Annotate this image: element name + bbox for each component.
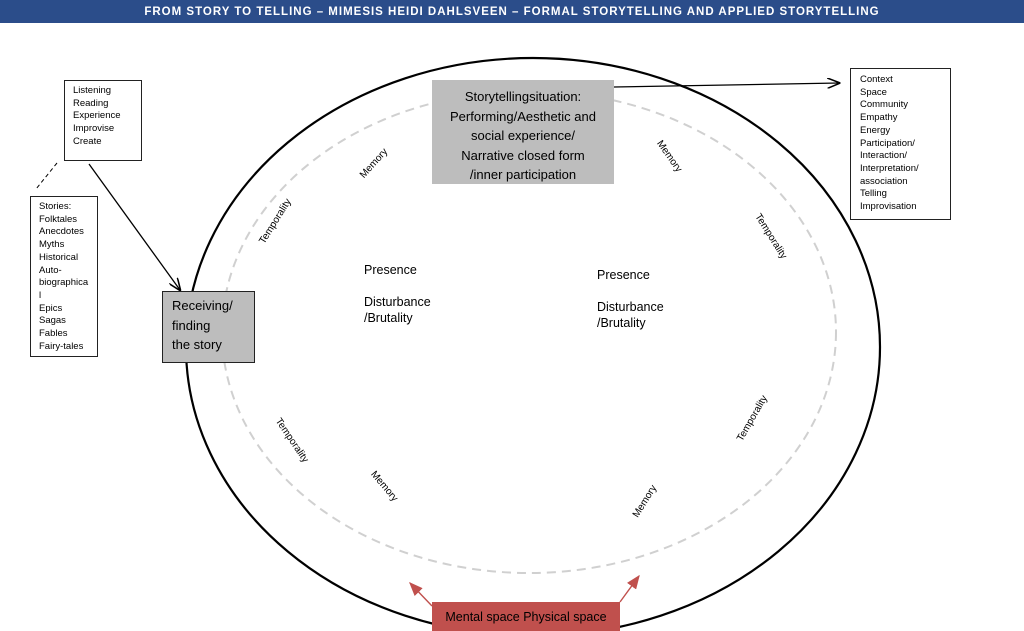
- situation-line: Narrative closed form: [461, 147, 585, 163]
- activity-item: Listening: [73, 85, 112, 96]
- situation-line: Performing/Aesthetic and: [450, 108, 596, 124]
- situation-to-context-arrow: [613, 83, 839, 87]
- page-title: FROM STORY TO TELLING – MIMESIS HEIDI DA…: [0, 0, 1024, 23]
- presence-label: Presence: [364, 263, 417, 277]
- space-arrow-left: [409, 581, 433, 607]
- story-item: Myths: [39, 239, 65, 251]
- situation-line: Storytellingsituation:: [464, 89, 582, 104]
- context-item: Empathy: [860, 112, 898, 124]
- receiving-line: finding: [172, 317, 211, 333]
- disturbance-label: Disturbance: [597, 300, 664, 314]
- context-item: Telling: [860, 188, 887, 200]
- context-item: Interpretation/: [860, 162, 919, 174]
- activity-item: Create: [73, 135, 102, 147]
- activity-item: Reading: [73, 97, 109, 109]
- space-arrow-right: [619, 574, 640, 603]
- context-item: Interaction/: [860, 150, 907, 162]
- context-item: association: [860, 175, 908, 187]
- receiving-line: Receiving/: [172, 298, 233, 313]
- brutality-label: /Brutality: [364, 311, 413, 325]
- context-item: Community: [860, 99, 909, 111]
- activity-item: Experience: [73, 110, 121, 122]
- story-item: Epics: [39, 302, 63, 314]
- activities-box: Listening Reading Experience Improvise C…: [64, 80, 142, 161]
- story-item: Fables: [39, 328, 68, 340]
- activities-to-receiving-arrow: [88, 163, 180, 290]
- story-item: biographica: [39, 277, 89, 289]
- context-item: Context: [860, 74, 893, 85]
- situation-line: /inner participation: [469, 167, 577, 182]
- center-left-group: Presence Disturbance /Brutality: [364, 262, 431, 326]
- context-item: Energy: [860, 124, 891, 136]
- story-item: Historical: [39, 251, 79, 263]
- context-item: Space: [860, 86, 887, 98]
- story-item: Sagas: [39, 315, 66, 327]
- brutality-label: /Brutality: [597, 316, 646, 330]
- stories-link-dashed: [35, 162, 58, 190]
- context-box: Context Space Community Empathy Energy P…: [850, 68, 951, 220]
- presence-label: Presence: [597, 268, 650, 282]
- mental-physical-space-box: Mental space Physical space: [432, 602, 620, 631]
- stories-box: Stories: Folktales Anecdotes Myths Histo…: [30, 196, 98, 357]
- story-item: l: [39, 289, 42, 301]
- story-item: Folktales: [39, 213, 78, 225]
- story-item: Stories:: [39, 201, 72, 212]
- story-item: Auto-: [39, 264, 62, 276]
- situation-line: social experience/: [470, 128, 576, 143]
- storytelling-situation-box: Storytellingsituation: Performing/Aesthe…: [432, 80, 614, 184]
- story-item: Fairy-tales: [39, 340, 84, 352]
- center-right-group: Presence Disturbance /Brutality: [597, 267, 664, 331]
- context-item: Improvisation: [860, 201, 917, 213]
- story-item: Anecdotes: [39, 226, 84, 238]
- disturbance-label: Disturbance: [364, 295, 431, 309]
- receiving-line: the story: [172, 337, 222, 352]
- context-item: Participation/: [860, 137, 915, 149]
- activity-item: Improvise: [73, 123, 115, 135]
- receiving-story-box: Receiving/ finding the story: [162, 291, 255, 363]
